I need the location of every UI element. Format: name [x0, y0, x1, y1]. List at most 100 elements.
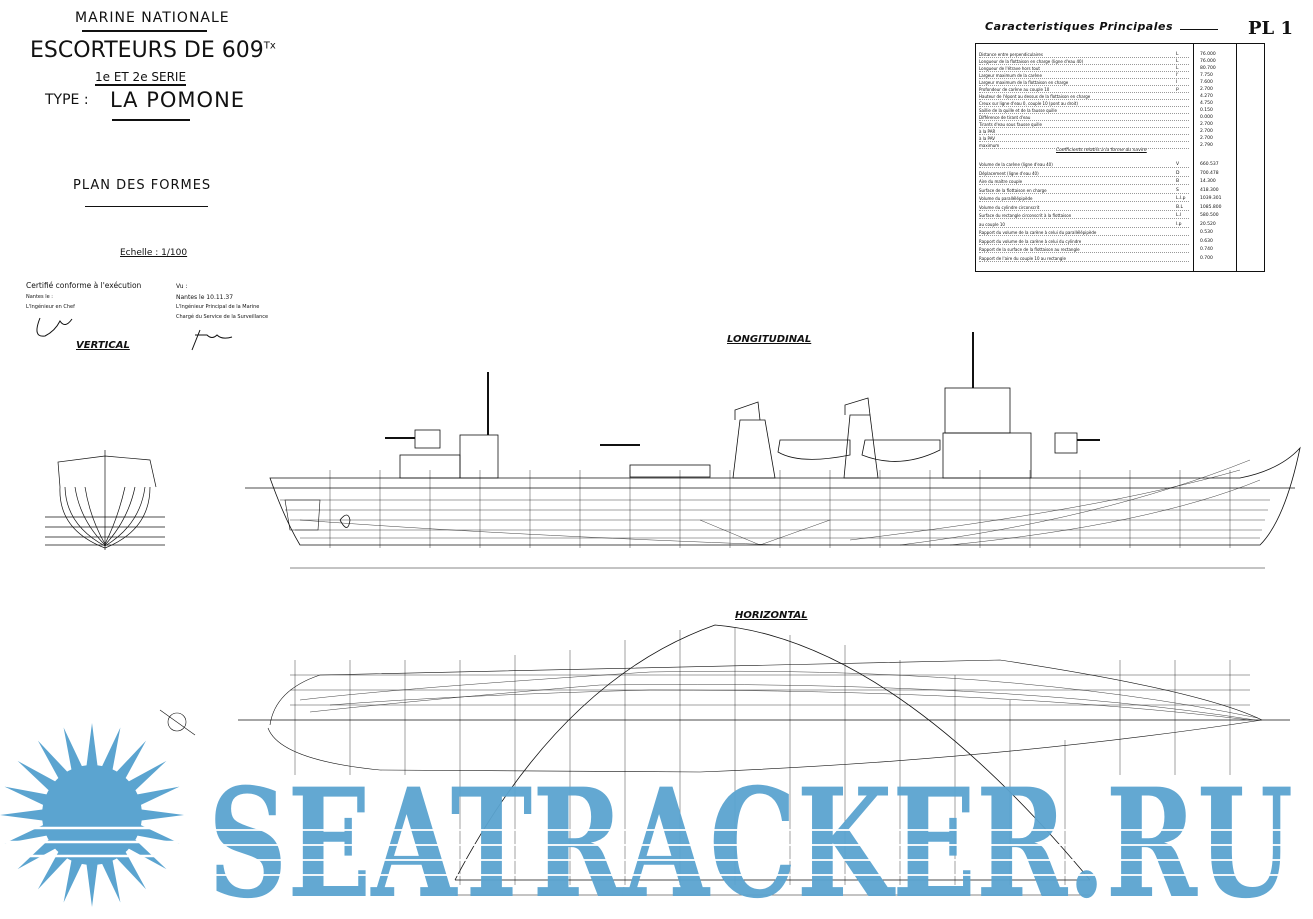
- table-row-label: Rapport de l'aire du couple 10 au rectan…: [979, 256, 1189, 262]
- divider: [1180, 29, 1218, 30]
- sectional-area-curve: [454, 624, 1091, 881]
- table-row-label: au couple 10: [979, 222, 1189, 228]
- sun-ray: [127, 760, 167, 792]
- table-row-label: Volume du cylindre circonscrit: [979, 205, 1189, 211]
- table-row-value: 580.500: [1200, 213, 1219, 218]
- table-row-symbol: L: [1176, 59, 1179, 64]
- column-divider: [1236, 44, 1237, 271]
- watermark-text: SEATRACKER.RU: [208, 756, 1293, 919]
- table-row-value: 2.700: [1200, 87, 1213, 92]
- table-row-label: Aire du maître couple: [979, 179, 1189, 185]
- table-row-symbol: D: [1176, 170, 1180, 176]
- table-row-label: Volume du parallélépipède: [979, 196, 1189, 202]
- table-row-value: 0.630: [1200, 238, 1213, 244]
- sun-ray: [101, 727, 121, 772]
- cert-left-1: Certifié conforme à l'exécution: [26, 281, 142, 290]
- view-title-longitudinal: LONGITUDINAL: [727, 334, 812, 345]
- table-row-value: 660.537: [1200, 162, 1219, 167]
- table-row-symbol: l.p: [1176, 221, 1182, 227]
- sun-ray: [0, 809, 45, 821]
- authority-title: MARINE NATIONALE: [75, 10, 230, 26]
- table-row-symbol: L: [1176, 66, 1179, 71]
- column-divider: [1193, 44, 1194, 271]
- cert-right-1: Vu :: [176, 283, 188, 290]
- sun-ray: [63, 858, 83, 903]
- sun-ray: [115, 740, 147, 780]
- characteristics-table: Coefficients relatifs à la forme du navi…: [975, 43, 1265, 272]
- table-row-label: Distance entre perpendiculaires: [979, 52, 1189, 58]
- cert-left-2: Nantes le :: [26, 294, 53, 300]
- table-row-value: 0.530: [1200, 230, 1213, 235]
- table-row-value: 76.000: [1200, 59, 1216, 64]
- scale-label: Echelle : 1/100: [120, 248, 188, 258]
- body-plan: [45, 450, 165, 550]
- table-row-symbol: L.l.p: [1176, 196, 1186, 201]
- table-row-label: Rapport de la surface de la flottaison a…: [979, 247, 1189, 253]
- watermark-stripes: [208, 829, 1295, 876]
- sun-ray: [127, 838, 167, 870]
- table-row-value: 1039.301: [1200, 196, 1222, 201]
- table-row-value: 700.478: [1200, 170, 1219, 176]
- table-row-label: Déplacement (ligne d'eau 40): [979, 171, 1189, 177]
- signature-left: [36, 317, 73, 337]
- view-title-horizontal: HORIZONTAL: [735, 610, 808, 621]
- class-name: ESCORTEURS DE 609: [30, 38, 264, 63]
- characteristics-title: Caracteristiques Principales: [985, 20, 1174, 33]
- sheet-number: PL 1: [1248, 18, 1293, 39]
- sun-ray: [37, 850, 69, 890]
- table-row-value: 7.750: [1200, 73, 1213, 78]
- table-row-label: Rapport du volume de la carène à celui d…: [979, 239, 1189, 245]
- type-label: TYPE :: [45, 92, 89, 108]
- table-row-symbol: B.L: [1176, 204, 1184, 210]
- table-row-label: Longueur de l'étrave hors tout: [979, 66, 1189, 72]
- divider: [85, 206, 208, 207]
- type-name: LA POMONE: [110, 88, 246, 112]
- table-row-label: Largeur maximum de la flottaison en char…: [979, 80, 1189, 86]
- table-row-symbol: l': [1176, 73, 1179, 78]
- cert-left-3: L'Ingénieur en Chef: [26, 304, 75, 310]
- sun-ray: [86, 723, 98, 768]
- sun-icon: [0, 723, 184, 907]
- table-row-symbol: V: [1176, 162, 1180, 167]
- table-row-value: 0.000: [1200, 115, 1213, 120]
- table-row-value: 14.300: [1200, 179, 1216, 184]
- table-row-label: Saillie de la quille et de la fausse qui…: [979, 108, 1189, 114]
- divider: [82, 30, 207, 32]
- sun-ray: [139, 809, 184, 821]
- table-row-value: 0.700: [1200, 255, 1213, 261]
- sun-ray: [63, 727, 83, 772]
- view-title-vertical: VERTICAL: [76, 340, 130, 351]
- table-row-label: Longueur de la flottaison en charge (lig…: [979, 59, 1189, 65]
- table-row-symbol: L: [1176, 52, 1179, 57]
- table-row-symbol: S: [1176, 187, 1179, 193]
- table-row-symbol: l: [1176, 80, 1178, 85]
- table-row-label: à la PAV: [979, 136, 1189, 142]
- divider: [112, 119, 190, 121]
- half-breadth-plan: [238, 624, 1290, 896]
- signature-right: [191, 329, 233, 351]
- cert-right-4: Chargé du Service de la Surveillance: [176, 314, 269, 320]
- table-row-symbol: p: [1176, 87, 1179, 92]
- hull-outline: [269, 446, 1301, 546]
- sun-ray: [101, 858, 121, 903]
- table-row-label: à la PAR: [979, 129, 1189, 135]
- class-title: ESCORTEURS DE 609Tx: [30, 38, 276, 63]
- table-row-value: 80.700: [1200, 66, 1216, 71]
- table-row-value: 20.520: [1200, 221, 1216, 227]
- sun-ray: [17, 760, 57, 792]
- table-row-label: Différence de tirant d'eau: [979, 115, 1189, 121]
- table-row-value: 76.000: [1200, 52, 1216, 57]
- section-title: Coefficients relatifs à la forme du navi…: [1056, 148, 1147, 153]
- class-unit: Tx: [263, 40, 276, 52]
- table-row-label: Tirants d'eau sous fausse quille: [979, 122, 1189, 128]
- table-row-value: 0.740: [1200, 247, 1213, 252]
- table-row-label: Hauteur de l'épont au dessus de la flott…: [979, 94, 1189, 100]
- half-breadth-outline: [269, 659, 1263, 726]
- sun-ray: [17, 838, 57, 870]
- table-row-label: Volume de la carène (ligne d'eau 40): [979, 162, 1189, 168]
- table-row-label: Rapport du volume de la carène à celui d…: [979, 230, 1189, 236]
- table-row-value: 7.600: [1200, 80, 1213, 85]
- plan-title: PLAN DES FORMES: [73, 178, 212, 193]
- sun-ray: [115, 850, 147, 890]
